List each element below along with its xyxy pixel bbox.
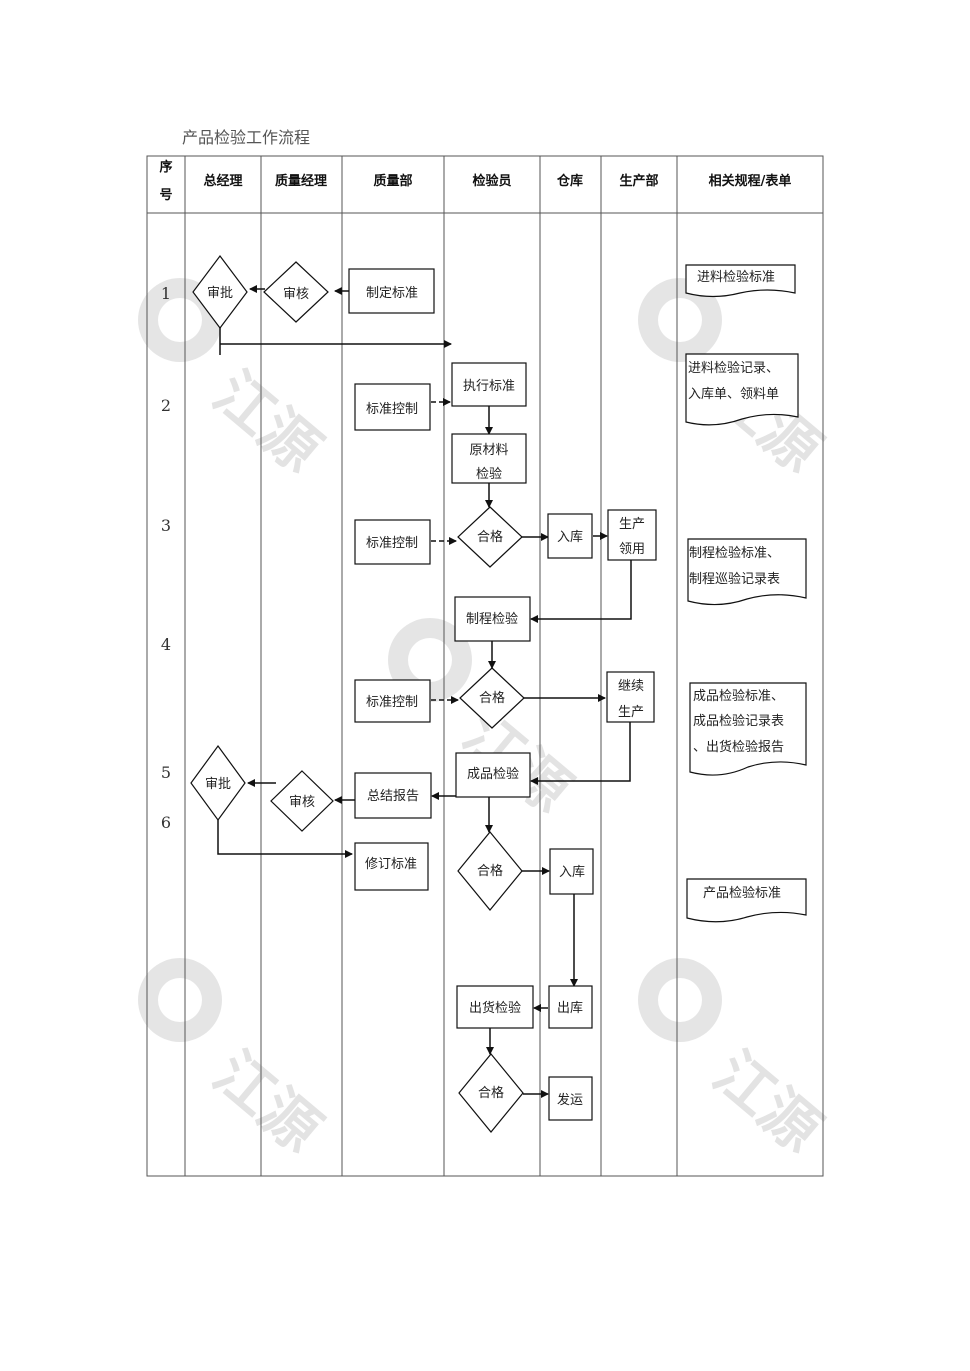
- node-label: 合格: [477, 529, 503, 545]
- node-label: 成品检验: [467, 766, 519, 782]
- standard-control-box: [354, 679, 431, 723]
- node-label: 合格: [477, 863, 503, 879]
- node-label: 合格: [479, 690, 505, 706]
- qualified-diamond: [457, 506, 523, 568]
- summary-report-box: [354, 772, 432, 819]
- header-inspector: 检验员: [472, 173, 511, 189]
- node-label: 生产: [618, 705, 644, 720]
- standard-control-box: [354, 519, 431, 565]
- document-shape: [685, 264, 796, 298]
- header-general-manager: 总经理: [203, 173, 242, 189]
- document-shape: [686, 878, 807, 923]
- document-label: 进料检验记录、: [688, 360, 779, 376]
- qualified-diamond: [457, 831, 523, 911]
- standard-control-box: [354, 383, 431, 431]
- review-diamond: [263, 261, 329, 323]
- raw-material-box: [451, 433, 527, 484]
- continue-production-box: [606, 671, 655, 723]
- node-label: 出库: [557, 1000, 583, 1016]
- review-diamond: [270, 770, 334, 832]
- svg-text:江源: 江源: [701, 1039, 834, 1166]
- approve-diamond: [192, 255, 248, 329]
- row-number: 3: [161, 516, 171, 535]
- node-label: 审批: [207, 286, 233, 301]
- document-label: 成品检验标准、: [693, 688, 784, 704]
- connectors: [217, 285, 632, 1098]
- node-label: 制定标准: [366, 286, 418, 301]
- qualified-diamond: [459, 667, 525, 729]
- node-label: 标准控制: [366, 536, 418, 551]
- node-label: 合格: [478, 1085, 504, 1101]
- dispatch-box: [548, 1076, 593, 1121]
- node-label: 入库: [559, 864, 585, 880]
- document-label: 、出货检验报告: [693, 739, 784, 755]
- warehouse-out-box: [548, 985, 593, 1029]
- node-label: 执行标准: [463, 379, 515, 394]
- node-label: 发运: [557, 1092, 583, 1108]
- row-number: 5: [161, 763, 171, 782]
- document-label: 成品检验记录表: [693, 713, 784, 729]
- page-title: 产品检验工作流程: [182, 128, 311, 147]
- header-production: 生产部: [619, 173, 658, 189]
- approve-diamond: [190, 744, 246, 822]
- node-label: 总结报告: [367, 789, 419, 804]
- row-number: 2: [161, 396, 171, 415]
- header-quality-dept: 质量部: [373, 173, 412, 189]
- node-label: 审核: [289, 795, 315, 810]
- node-label: 出货检验: [469, 1000, 521, 1016]
- node-label: 标准控制: [366, 402, 418, 417]
- production-use-box: [607, 509, 657, 561]
- document-shape: [685, 353, 799, 426]
- svg-text:江源: 江源: [201, 1039, 334, 1166]
- node-label: 制程检验: [466, 611, 518, 627]
- row-number: 1: [161, 284, 171, 303]
- node-label: 继续: [618, 679, 644, 694]
- execute-standard-box: [451, 362, 527, 407]
- header-seq-1: 序: [159, 159, 172, 175]
- qualified-diamond: [458, 1053, 524, 1133]
- document-label: 制程巡验记录表: [689, 571, 780, 587]
- document-shape: [687, 538, 807, 606]
- header-quality-manager: 质量经理: [275, 173, 327, 189]
- row-number: 6: [161, 813, 171, 832]
- revise-standard-box: [354, 842, 429, 891]
- warehouse-in-box: [549, 848, 594, 895]
- row-number: 4: [161, 635, 171, 654]
- header-seq-2: 号: [159, 188, 172, 203]
- finished-inspection-box: [455, 752, 531, 798]
- node-label: 修订标准: [365, 857, 417, 872]
- document-label: 入库单、领料单: [688, 386, 779, 402]
- node-label: 生产: [619, 517, 645, 532]
- swimlane-table: [146, 155, 824, 1177]
- document-label: 制程检验标准、: [689, 545, 780, 561]
- header-warehouse: 仓库: [556, 173, 583, 189]
- node-label: 领用: [619, 542, 645, 557]
- node-label: 标准控制: [366, 695, 418, 710]
- process-inspection-box: [454, 596, 531, 642]
- node-label: 审批: [205, 777, 231, 792]
- document-label: 进料检验标准: [697, 269, 775, 285]
- node-label: 原材料: [469, 443, 508, 458]
- node-label: 审核: [283, 287, 309, 302]
- document-label: 产品检验标准: [703, 885, 781, 901]
- node-label: 入库: [557, 529, 583, 545]
- shipping-inspection-box: [456, 985, 534, 1029]
- document-shape: [689, 682, 807, 776]
- warehouse-in-box: [547, 513, 593, 559]
- node-label: 检验: [476, 466, 502, 482]
- set-standard-box: [348, 268, 435, 314]
- svg-text:江源: 江源: [201, 359, 334, 486]
- header-related-docs: 相关规程/表单: [709, 173, 792, 189]
